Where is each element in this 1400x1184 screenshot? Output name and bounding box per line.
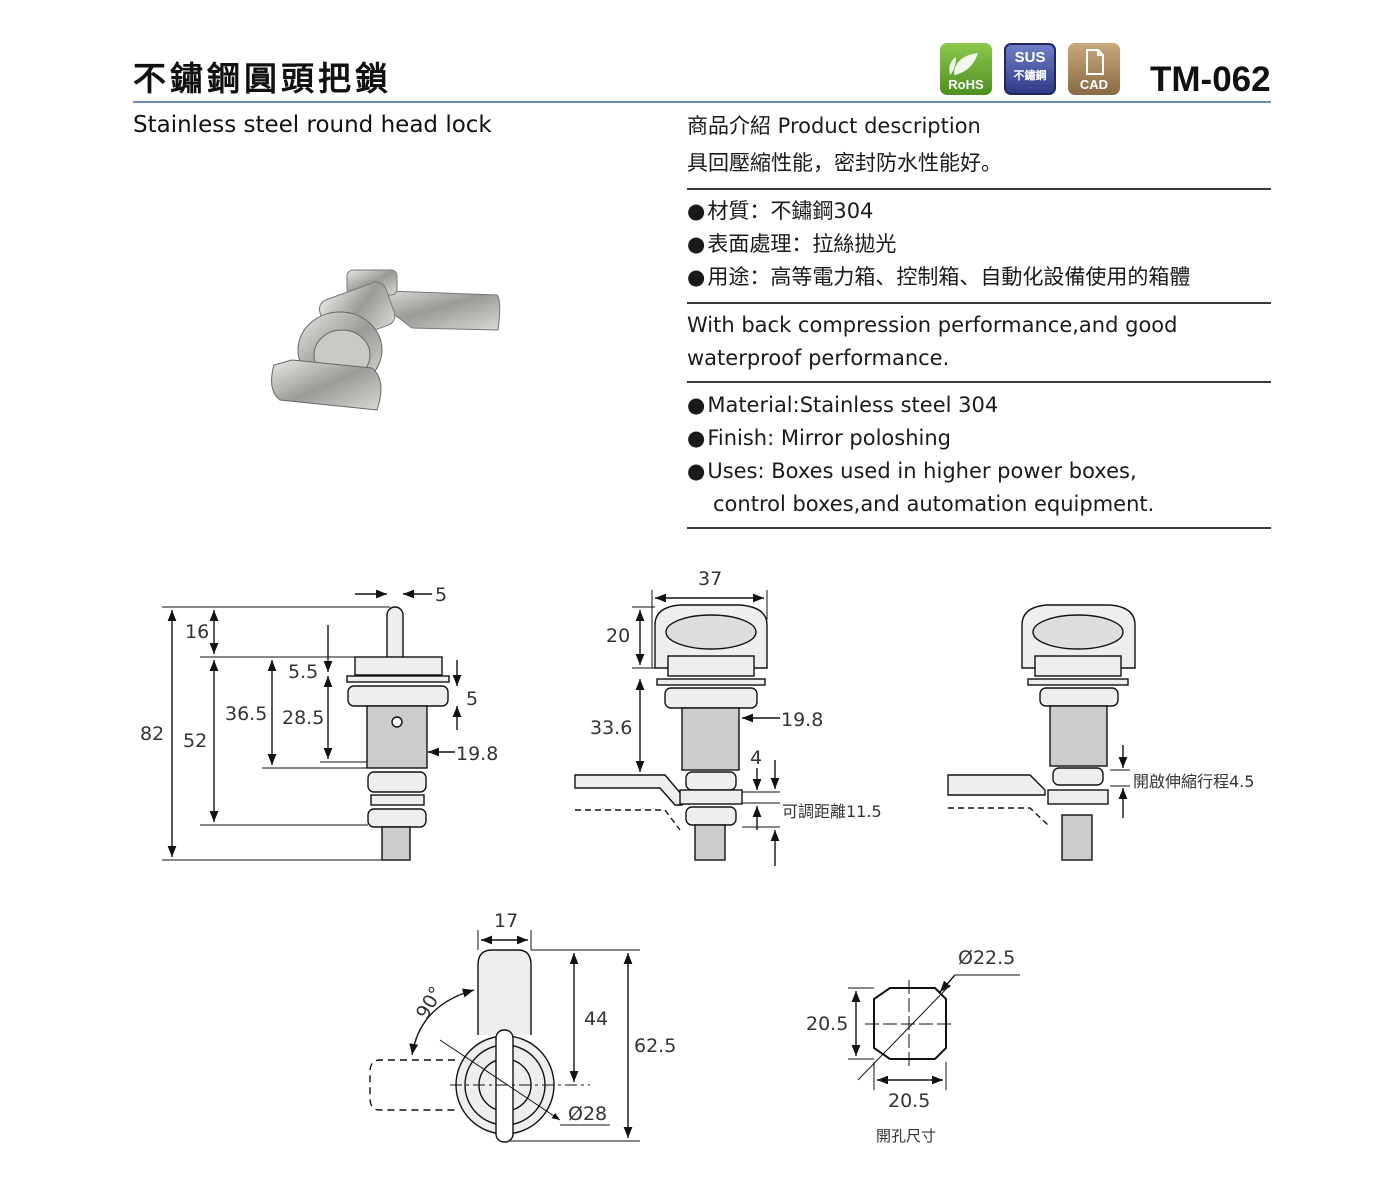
dim-label: 5 bbox=[435, 584, 447, 606]
cutout-caption: 開孔尺寸 bbox=[876, 1127, 936, 1145]
dim-label: 90° bbox=[412, 983, 448, 1023]
description-summary-en-1: With back compression performance,and go… bbox=[687, 313, 1178, 337]
dim-label: 4 bbox=[750, 747, 762, 769]
dim-label: Ø22.5 bbox=[958, 947, 1015, 969]
dim-label: 37 bbox=[698, 568, 722, 590]
leaf-icon bbox=[949, 53, 978, 75]
spec-uses-zh: 用途：高等電力箱、控制箱、自動化設備使用的箱體 bbox=[687, 261, 1271, 294]
dim-label: 20.5 bbox=[806, 1013, 848, 1035]
dim-label: 36.5 bbox=[225, 703, 267, 725]
dim-label: 5 bbox=[466, 688, 478, 710]
dim-label: 28.5 bbox=[282, 707, 324, 729]
divider bbox=[687, 302, 1271, 304]
description-summary-zh: 具回壓縮性能，密封防水性能好。 bbox=[687, 151, 1002, 175]
spec-material-en: Material:Stainless steel 304 bbox=[687, 389, 1271, 422]
product-title-en: Stainless steel round head lock bbox=[133, 112, 492, 138]
dim-label: 19.8 bbox=[781, 709, 823, 731]
dim-label: 20 bbox=[606, 625, 630, 647]
side-view-drawing bbox=[162, 589, 462, 861]
description-summary-en-2: waterproof performance. bbox=[687, 346, 950, 370]
product-title-zh: 不鏽鋼圓頭把鎖 bbox=[133, 59, 392, 98]
dim-label: 17 bbox=[494, 910, 518, 932]
bottom-view-drawing bbox=[369, 930, 640, 1143]
dim-label: 20.5 bbox=[888, 1090, 930, 1112]
rohs-label: RoHS bbox=[948, 77, 984, 92]
cad-badge: CAD bbox=[1068, 43, 1120, 95]
description-heading: 商品介紹 Product description bbox=[687, 114, 981, 138]
divider bbox=[687, 188, 1271, 190]
spec-finish-zh: 表面處理：拉絲拋光 bbox=[687, 228, 1271, 261]
dim-label: 5.5 bbox=[288, 661, 318, 683]
dim-label: 開啟伸縮行程4.5 bbox=[1133, 772, 1254, 791]
spec-material-zh: 材質：不鏽鋼304 bbox=[687, 195, 1271, 228]
dim-label: 16 bbox=[185, 621, 209, 643]
dim-label: Ø28 bbox=[568, 1103, 607, 1125]
divider bbox=[687, 527, 1271, 529]
product-photo bbox=[271, 269, 501, 411]
divider bbox=[687, 381, 1271, 383]
sus-sublabel: 不鏽鋼 bbox=[1013, 70, 1047, 82]
header-divider bbox=[133, 101, 1271, 103]
technical-drawings: 5 16 5.5 36.5 28.5 5 19.8 82 52 37 20 33… bbox=[140, 568, 1254, 1145]
dim-label: 62.5 bbox=[634, 1035, 676, 1057]
dim-label: 可調距離11.5 bbox=[782, 802, 882, 821]
cad-label: CAD bbox=[1079, 77, 1109, 92]
spec-uses-en: Uses: Boxes used in higher power boxes, bbox=[687, 455, 1271, 488]
front-view-drawing bbox=[574, 590, 780, 866]
dim-label: 82 bbox=[140, 723, 164, 745]
sus-badge: SUS 不鏽鋼 bbox=[1004, 43, 1056, 95]
dim-label: 52 bbox=[183, 730, 207, 752]
spec-uses-en-continued: control boxes,and automation equipment. bbox=[713, 492, 1155, 516]
rohs-badge: RoHS bbox=[940, 43, 992, 95]
travel-view-drawing bbox=[947, 604, 1136, 861]
dim-label: 33.6 bbox=[590, 717, 632, 739]
dim-label: 44 bbox=[584, 1008, 608, 1030]
model-number: TM-062 bbox=[1150, 60, 1271, 99]
sus-label: SUS bbox=[1014, 49, 1046, 66]
spec-finish-en: Finish: Mirror poloshing bbox=[687, 422, 1271, 455]
document-icon bbox=[1086, 49, 1104, 75]
cutout-drawing bbox=[848, 974, 1020, 1090]
dim-label: 19.8 bbox=[456, 743, 498, 765]
